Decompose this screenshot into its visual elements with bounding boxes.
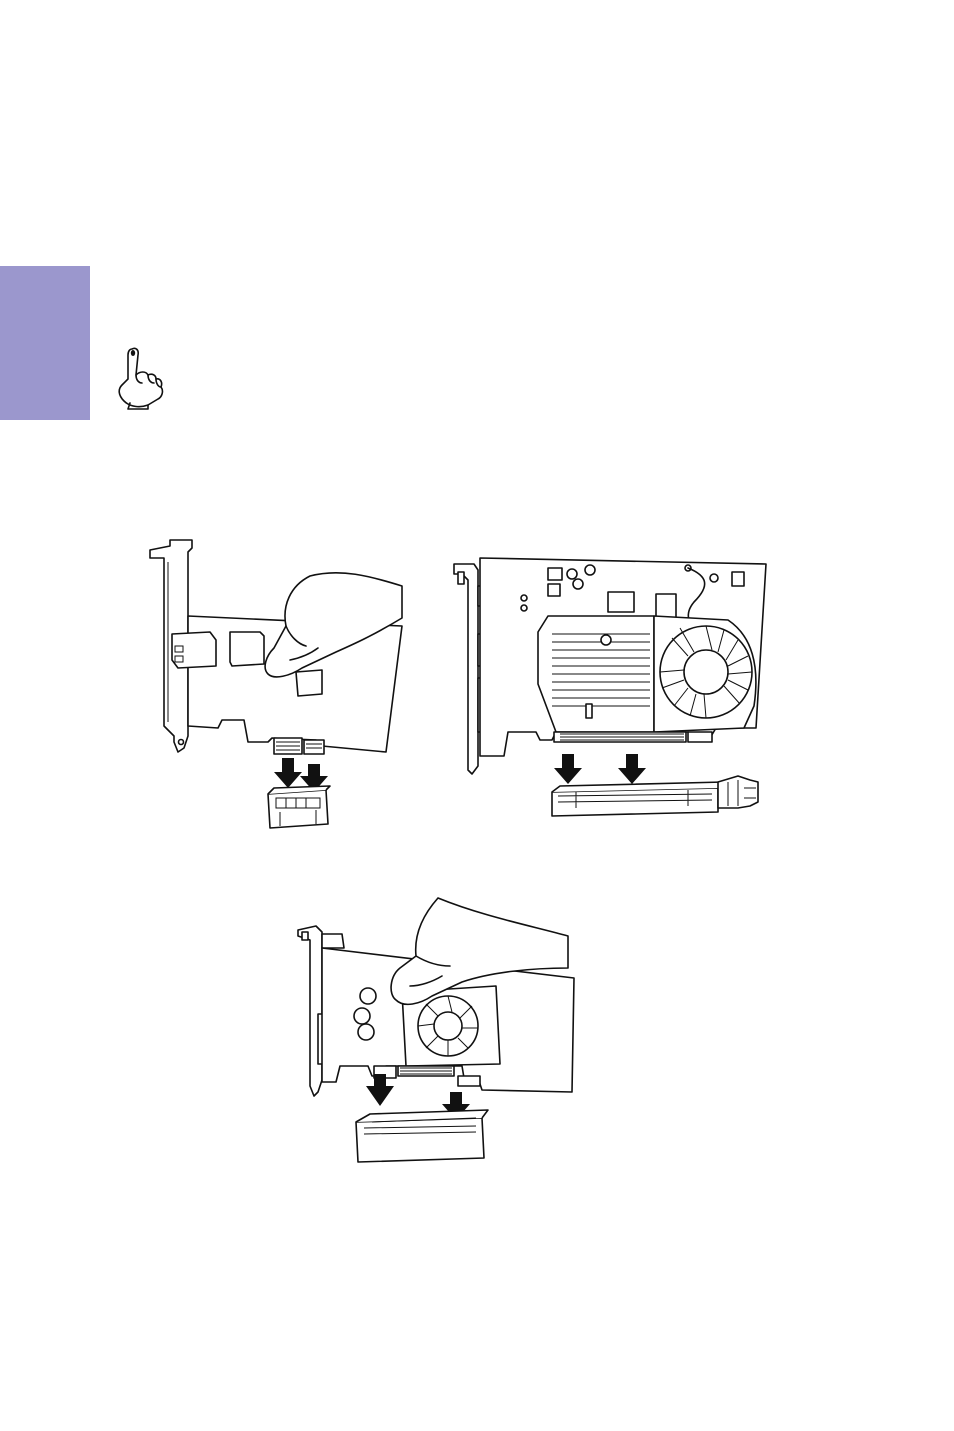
low-profile-card-illustration [292, 896, 582, 1168]
pcie-x16-graphics-card-illustration [448, 556, 778, 820]
pointing-hand-icon [108, 345, 168, 411]
pcie-x1-card-illustration [140, 536, 410, 836]
chapter-side-tab [0, 266, 90, 420]
